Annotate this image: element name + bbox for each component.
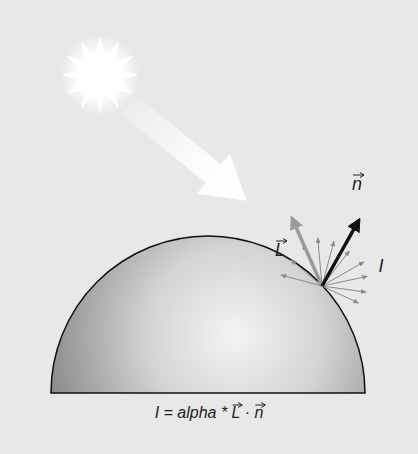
formula: I = alpha * L · n bbox=[155, 404, 264, 422]
intensity-label: I bbox=[378, 256, 383, 277]
hemisphere bbox=[51, 236, 365, 393]
sun bbox=[60, 35, 140, 115]
light-beam bbox=[112, 84, 263, 221]
light-vector bbox=[292, 218, 322, 286]
normal-vector bbox=[322, 220, 359, 286]
scattered-rays bbox=[281, 238, 367, 303]
normal-label: n bbox=[352, 174, 362, 195]
light-label: L bbox=[275, 240, 285, 261]
